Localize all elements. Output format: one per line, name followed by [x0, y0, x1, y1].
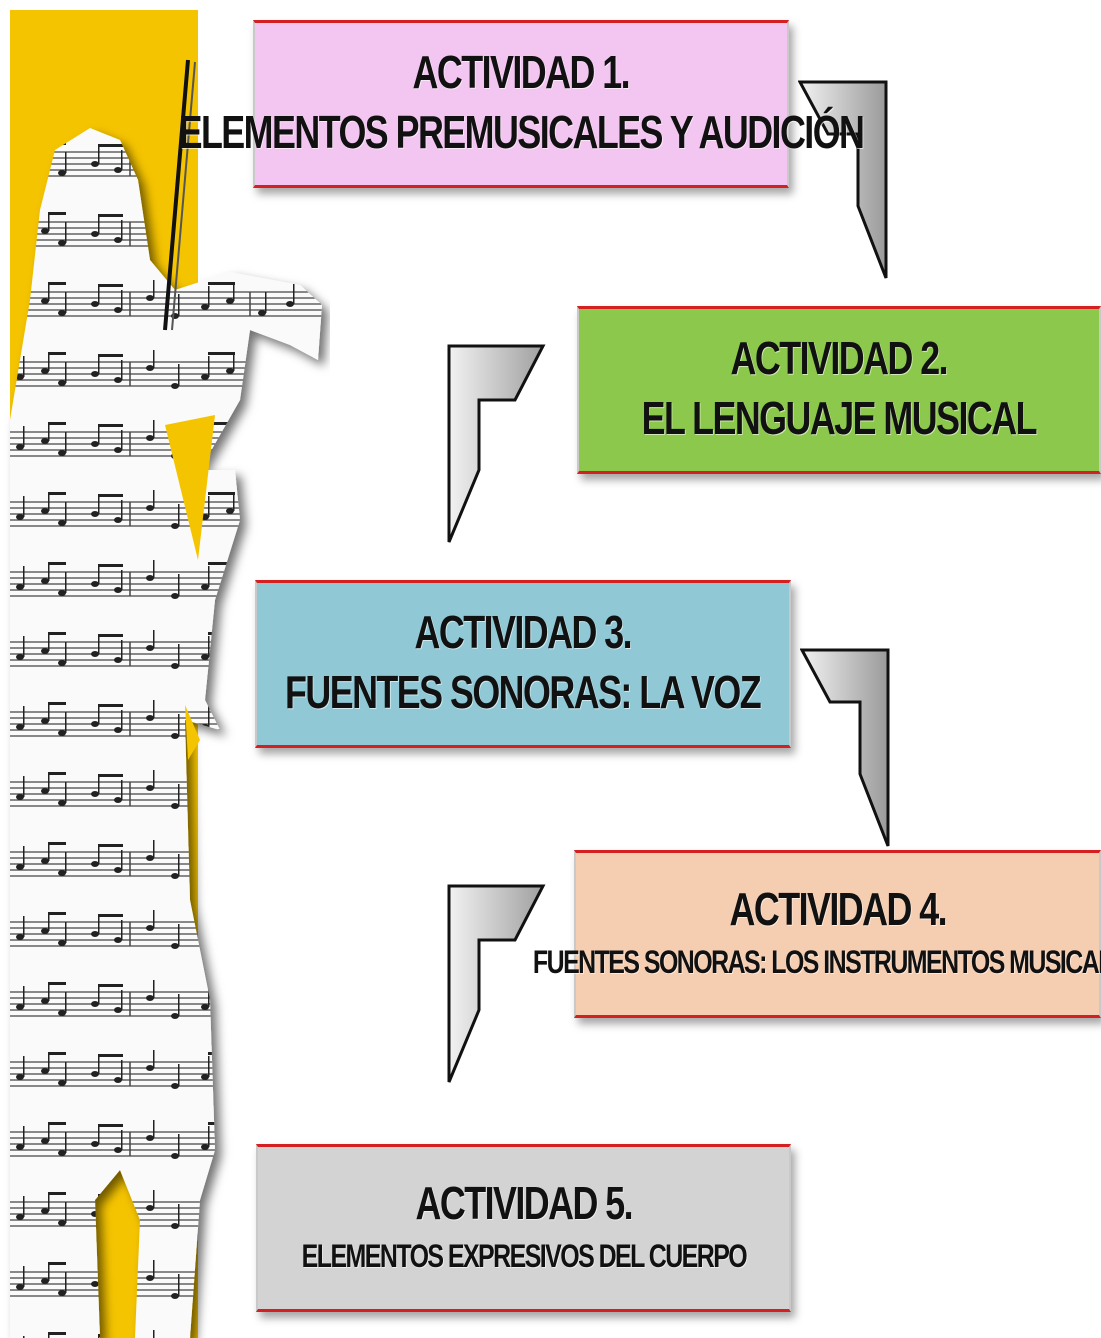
activity-2-box: ACTIVIDAD 2. EL LENGUAJE MUSICAL	[577, 306, 1101, 474]
connector-arrow-2-3	[447, 344, 546, 543]
activity-1-box: ACTIVIDAD 1. ELEMENTOS PREMUSICALES Y AU…	[179, 20, 865, 188]
activity-4-box: ACTIVIDAD 4. FUENTES SONORAS: LOS INSTRU…	[533, 850, 1101, 1018]
activity-4-title: ACTIVIDAD 4.	[729, 883, 947, 936]
activity-1-subtitle: ELEMENTOS PREMUSICALES Y AUDICIÓN	[178, 105, 865, 158]
activity-3-title: ACTIVIDAD 3.	[414, 606, 633, 659]
activity-2-title: ACTIVIDAD 2.	[730, 332, 949, 385]
connector-arrow-4-5	[447, 884, 546, 1083]
violinist-illustration	[10, 10, 322, 1338]
activity-2-subtitle: EL LENGUAJE MUSICAL	[641, 391, 1038, 444]
activity-4-subtitle: FUENTES SONORAS: LOS INSTRUMENTOS MUSICA…	[532, 943, 1101, 980]
activity-5-title: ACTIVIDAD 5.	[415, 1177, 633, 1230]
connector-arrow-1-2	[798, 80, 888, 279]
activity-3-subtitle: FUENTES SONORAS: LA VOZ	[285, 665, 762, 718]
activity-3-box: ACTIVIDAD 3. FUENTES SONORAS: LA VOZ	[255, 580, 791, 748]
connector-arrow-3-4	[800, 648, 890, 847]
activity-1-title: ACTIVIDAD 1.	[412, 46, 631, 99]
activity-5-subtitle: ELEMENTOS EXPRESIVOS DEL CUERPO	[301, 1237, 747, 1274]
activity-5-box: ACTIVIDAD 5. ELEMENTOS EXPRESIVOS DEL CU…	[256, 1144, 791, 1312]
